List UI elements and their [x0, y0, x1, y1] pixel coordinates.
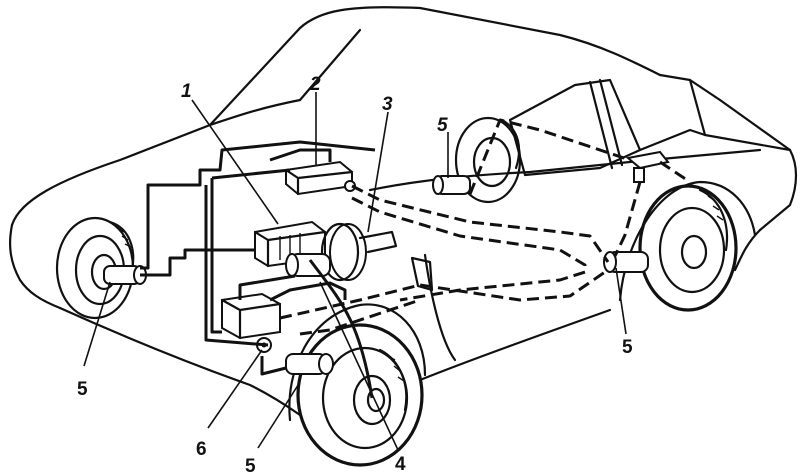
callout-4: 4: [395, 454, 406, 475]
callout-1: 1: [181, 81, 192, 102]
wheel-front-right: [285, 323, 424, 467]
callout-5-front-left: 5: [77, 379, 88, 400]
wheel-rear-right: [603, 184, 738, 312]
car-body: [9, 6, 798, 422]
wheel-front-left: [55, 216, 147, 320]
hydraulic-pump-unit: [220, 292, 282, 353]
brake-lines-dashed: [279, 118, 691, 336]
callout-5-rear-left: 5: [437, 115, 448, 136]
electronic-control-unit: [284, 160, 356, 196]
wheel-speed-sensor-rear: [625, 150, 670, 183]
callout-leaders: [83, 92, 627, 451]
callout-5-rear-right: 5: [622, 337, 633, 358]
wheel-rear-left: [432, 116, 522, 204]
brake-lines-solid: [140, 140, 376, 399]
callout-5-front-right: 5: [245, 456, 256, 476]
callout-6: 6: [196, 439, 207, 460]
callout-2: 2: [309, 74, 321, 95]
master-cylinder-booster: [285, 222, 398, 282]
callout-3: 3: [382, 94, 393, 115]
